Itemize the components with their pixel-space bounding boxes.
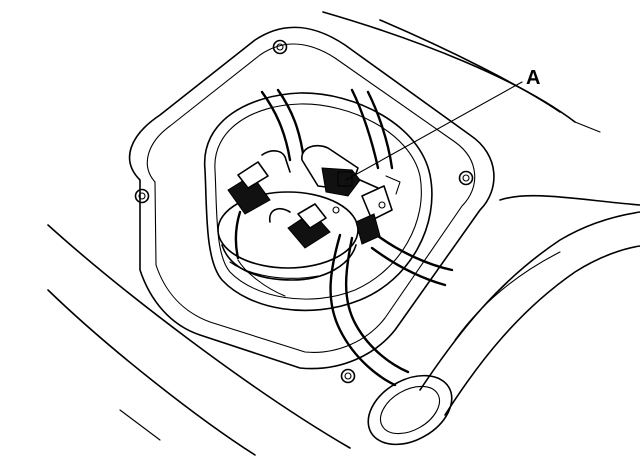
fuel-hoses xyxy=(260,88,454,387)
screw-icon xyxy=(134,188,150,204)
electrical-connector-a xyxy=(301,144,379,197)
electrical-connector-left xyxy=(227,150,291,297)
mounting-screws xyxy=(134,39,474,384)
screw-icon xyxy=(272,39,288,55)
filler-pipe xyxy=(367,194,640,446)
hose-clip-right xyxy=(332,175,401,245)
callout-label-a: A xyxy=(526,67,540,89)
callout-a: A xyxy=(345,67,540,181)
electrical-connector-center xyxy=(268,203,331,249)
tank-body xyxy=(47,11,601,456)
screw-icon xyxy=(340,368,356,384)
fuel-pump-top xyxy=(217,191,359,281)
screw-icon xyxy=(458,170,474,186)
access-cover-plate xyxy=(128,26,495,370)
